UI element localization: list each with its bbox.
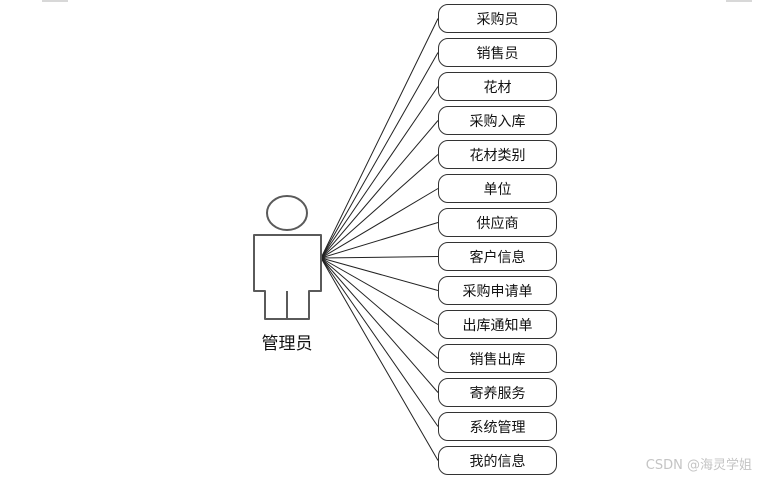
actor-figure [253,195,322,320]
use-case-box: 系统管理 [438,412,557,441]
use-case-box: 花材类别 [438,140,557,169]
use-case-box: 单位 [438,174,557,203]
top-right-corner-mark [726,0,752,2]
association-line [320,154,439,259]
top-left-corner-mark [42,0,68,2]
actor-body [253,234,322,320]
association-lines [320,18,439,461]
association-line [320,256,439,259]
actor-head [266,195,308,231]
use-case-box: 销售出库 [438,344,557,373]
association-line [320,86,439,259]
association-line [320,257,439,393]
actor-label: 管理员 [261,334,313,354]
use-case-box: 出库通知单 [438,310,557,339]
use-case-box: 花材 [438,72,557,101]
association-line [320,257,439,291]
use-case-box: 销售员 [438,38,557,67]
use-case-box: 客户信息 [438,242,557,271]
association-line [320,257,439,325]
watermark: CSDN @海灵学姐 [645,458,752,473]
use-case-box: 采购员 [438,4,557,33]
association-line [320,120,439,259]
use-case-box: 采购入库 [438,106,557,135]
association-line [320,52,439,259]
association-line [320,188,439,259]
association-line [320,257,439,359]
use-case-box: 供应商 [438,208,557,237]
association-line [320,222,439,259]
use-case-box: 我的信息 [438,446,557,475]
use-case-box: 寄养服务 [438,378,557,407]
use-case-box: 采购申请单 [438,276,557,305]
association-line [320,18,439,259]
association-line [320,257,439,427]
association-line [320,257,439,461]
